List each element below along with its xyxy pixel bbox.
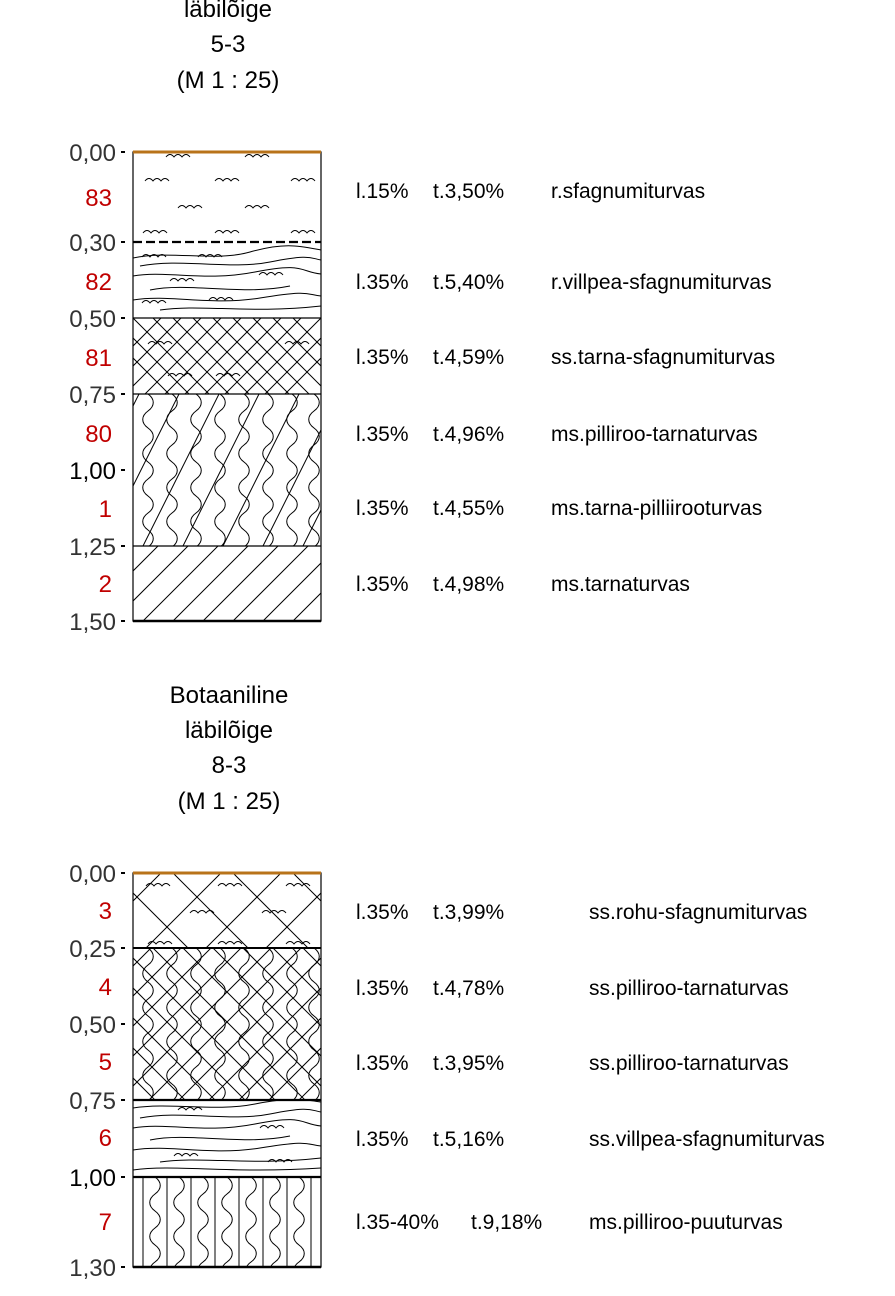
ash-value: l.35-40%: [356, 1211, 439, 1234]
sample-number: 3: [99, 898, 112, 925]
sample-number: 81: [85, 345, 112, 372]
layer-pattern-reed-sedge-dense: [133, 948, 321, 1100]
peat-type: ss.pilliroo-tarnaturvas: [589, 977, 789, 1000]
section-8-3: Botaaniline läbilõige 8-3 (M 1 : 25) 0,0…: [69, 682, 825, 1282]
moisture-value: t.4,55%: [433, 497, 504, 520]
peat-type: r.sfagnumiturvas: [551, 180, 705, 203]
layer-boundaries: [133, 240, 321, 623]
peat-type: ms.pilliroo-puuturvas: [589, 1211, 783, 1234]
sample-numbers: 83 82 81 80 1 2: [85, 185, 112, 598]
depth-label: 1,30: [69, 1255, 116, 1282]
sample-number: 4: [99, 974, 112, 1001]
depth-label: 0,75: [69, 1088, 116, 1115]
layer-pattern-reed-sedge: [133, 394, 321, 546]
depth-axis: 0,00 0,30 0,50 0,75 1,00 1,25 1,50: [69, 140, 125, 636]
layer-pattern-cottongrass-sphagnum: [133, 1100, 321, 1171]
ash-value: l.35%: [356, 497, 409, 520]
peat-column-5-3: [132, 150, 322, 623]
depth-label: 0,30: [69, 230, 116, 257]
depth-label: 0,00: [69, 140, 116, 167]
peat-type: ms.pilliroo-tarnaturvas: [551, 423, 758, 446]
moisture-value: t.5,16%: [433, 1128, 504, 1151]
section-title-line: 5-3: [211, 31, 246, 58]
peat-type: ss.rohu-sfagnumiturvas: [589, 901, 807, 924]
sample-number: 83: [85, 185, 112, 212]
layer-pattern-reed-wood: [142, 1177, 312, 1267]
peat-type: ss.tarna-sfagnumiturvas: [551, 346, 775, 369]
layer-descriptions: l.15% t.3,50% r.sfagnumiturvas l.35% t.5…: [356, 180, 775, 596]
section-title-line: 8-3: [212, 752, 247, 779]
moisture-value: t.3,99%: [433, 901, 504, 924]
sample-numbers: 3 4 5 6 7: [99, 898, 112, 1236]
sample-number: 7: [99, 1209, 112, 1236]
ash-value: l.35%: [356, 1128, 409, 1151]
moisture-value: t.9,18%: [471, 1211, 542, 1234]
section-title-line: läbilõige: [185, 717, 273, 744]
peat-type: ss.villpea-sfagnumiturvas: [589, 1128, 825, 1151]
depth-label: 1,25: [69, 534, 116, 561]
sample-number: 80: [85, 421, 112, 448]
sample-number: 2: [99, 571, 112, 598]
section-title-line: (M 1 : 25): [178, 788, 281, 815]
ash-value: l.35%: [356, 573, 409, 596]
depth-label: 0,50: [69, 306, 116, 333]
layer-pattern-sphagnum: [142, 154, 316, 234]
layer-descriptions: l.35% t.3,99% ss.rohu-sfagnumiturvas l.3…: [356, 901, 825, 1234]
moisture-value: t.4,96%: [433, 423, 504, 446]
ash-value: l.15%: [356, 180, 409, 203]
sample-number: 6: [99, 1125, 112, 1152]
peat-column-8-3: [132, 871, 322, 1269]
depth-label: 1,50: [69, 609, 116, 636]
layer-pattern-herb-sphagnum: [133, 873, 321, 948]
layer-pattern-sedge-sphagnum: [133, 318, 321, 394]
moisture-value: t.4,78%: [433, 977, 504, 1000]
depth-label: 0,00: [69, 861, 116, 888]
depth-label: 0,50: [69, 1012, 116, 1039]
depth-label: 0,75: [69, 382, 116, 409]
sample-number: 1: [99, 496, 112, 523]
moisture-value: t.3,95%: [433, 1052, 504, 1075]
depth-ticks: [121, 151, 125, 622]
depth-label: 1,00: [69, 458, 116, 485]
moisture-value: t.4,98%: [433, 573, 504, 596]
section-title-line: Botaaniline: [170, 682, 289, 709]
ash-value: l.35%: [356, 1052, 409, 1075]
layer-pattern-cottongrass-sphagnum: [133, 245, 321, 311]
moisture-value: t.3,50%: [433, 180, 504, 203]
ash-value: l.35%: [356, 977, 409, 1000]
depth-axis: 0,00 0,25 0,50 0,75 1,00 1,30: [69, 861, 125, 1282]
layer-boundaries: [133, 947, 321, 1269]
ash-value: l.35%: [356, 346, 409, 369]
peat-type: ss.pilliroo-tarnaturvas: [589, 1052, 789, 1075]
moisture-value: t.5,40%: [433, 271, 504, 294]
section-title-line: (M 1 : 25): [177, 67, 280, 94]
peat-type: r.villpea-sfagnumiturvas: [551, 271, 772, 294]
ash-value: l.35%: [356, 901, 409, 924]
ash-value: l.35%: [356, 423, 409, 446]
depth-label: 1,00: [69, 1165, 116, 1192]
peat-type: ms.tarna-pilliirooturvas: [551, 497, 762, 520]
moisture-value: t.4,59%: [433, 346, 504, 369]
layer-pattern-sedge: [133, 546, 321, 621]
peat-type: ms.tarnaturvas: [551, 573, 690, 596]
depth-label: 0,25: [69, 936, 116, 963]
ash-value: l.35%: [356, 271, 409, 294]
depth-ticks: [121, 872, 125, 1268]
section-title-line: läbilõige: [184, 0, 272, 23]
sample-number: 5: [99, 1049, 112, 1076]
section-5-3: läbilõige 5-3 (M 1 : 25) 0,00 0,30 0,50 …: [69, 0, 775, 636]
sample-number: 82: [85, 269, 112, 296]
